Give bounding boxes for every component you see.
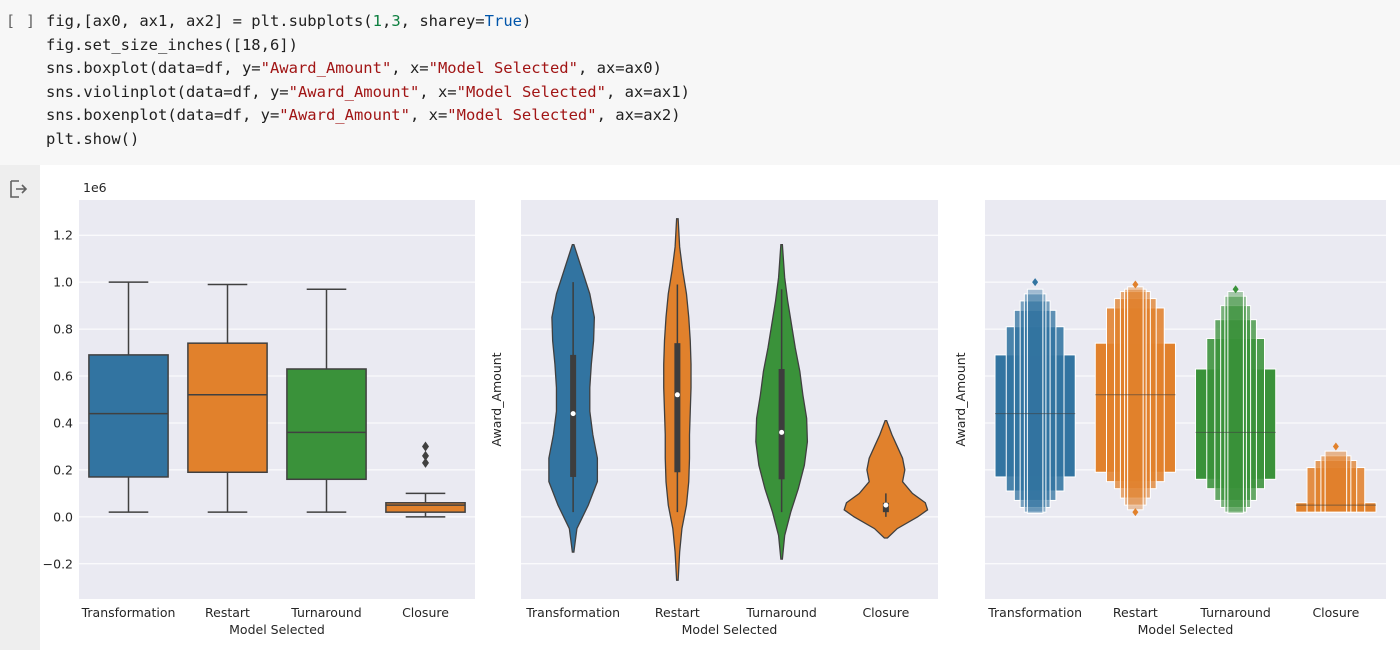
figure: −0.2 0.0 0.2 0.4 0.6 0.8 1.0 1.2 1e6Transformati… bbox=[43, 180, 1386, 637]
y-offset-text: 1e6 bbox=[83, 180, 107, 195]
box bbox=[88, 354, 169, 478]
boxen-level bbox=[1127, 286, 1144, 511]
boxen-level bbox=[1023, 293, 1047, 513]
box bbox=[187, 342, 268, 474]
code-token: "Model Selected" bbox=[428, 59, 578, 78]
code-line: fig,[ax0, ax1, ax2] = plt.subplots(1,3, … bbox=[46, 10, 690, 34]
output-redirect-icon[interactable] bbox=[7, 178, 29, 200]
code-token: plt.show() bbox=[46, 129, 140, 148]
y-tick-label: 0.0 bbox=[53, 509, 73, 524]
outlier-point bbox=[1132, 508, 1139, 517]
x-tick-label: Restart bbox=[205, 605, 250, 620]
y-tick-label: 1.2 bbox=[53, 228, 73, 243]
violin-median-point bbox=[570, 411, 576, 417]
code-cell[interactable]: [ ] fig,[ax0, ax1, ax2] = plt.subplots(1… bbox=[0, 0, 1400, 165]
y-tick-label: 0.6 bbox=[53, 369, 73, 384]
code-token: , ax=ax1) bbox=[605, 82, 690, 101]
flier-point bbox=[422, 457, 429, 468]
x-tick-label: Closure bbox=[1312, 605, 1359, 620]
code-line: sns.boxenplot(data=df, y="Award_Amount",… bbox=[46, 104, 690, 128]
cell-run-prompt[interactable]: [ ] bbox=[6, 12, 37, 30]
boxen-level bbox=[1227, 291, 1244, 514]
x-tick-label: Transformation bbox=[525, 605, 620, 620]
outlier-point bbox=[1332, 442, 1339, 451]
box bbox=[385, 502, 466, 513]
x-tick-label: Closure bbox=[402, 605, 449, 620]
code-editor[interactable]: fig,[ax0, ax1, ax2] = plt.subplots(1,3, … bbox=[46, 10, 690, 152]
boxen-level bbox=[1224, 295, 1247, 513]
outlier-point bbox=[1132, 280, 1139, 289]
boxen-level bbox=[1324, 450, 1348, 513]
flier-point bbox=[422, 450, 429, 461]
y-axis-label: Award_Amount bbox=[489, 352, 504, 446]
code-line: sns.violinplot(data=df, y="Award_Amount"… bbox=[46, 81, 690, 105]
x-axis-label: Model Selected bbox=[682, 622, 778, 637]
x-tick-label: Restart bbox=[655, 605, 700, 620]
x-tick-label: Closure bbox=[862, 605, 909, 620]
code-token: sns.boxplot(data=df, y= bbox=[46, 59, 261, 78]
code-token: sns.boxenplot(data=df, y= bbox=[46, 106, 280, 125]
flier-point bbox=[422, 441, 429, 452]
code-token: sns.violinplot(data=df, y= bbox=[46, 82, 289, 101]
x-tick-label: Transformation bbox=[81, 605, 176, 620]
code-token: , x= bbox=[419, 82, 457, 101]
violin-iqr-bar bbox=[674, 343, 681, 473]
code-token: ) bbox=[521, 12, 532, 30]
y-tick-label: −0.2 bbox=[43, 556, 73, 571]
code-token: fig.set_size_inches([18,6]) bbox=[46, 35, 298, 54]
x-axis-label: Model Selected bbox=[1138, 622, 1234, 637]
outlier-point bbox=[1032, 278, 1039, 287]
code-token: , sharey= bbox=[400, 12, 485, 30]
violin-median-point bbox=[674, 392, 680, 398]
x-axis-label: Model Selected bbox=[229, 622, 325, 637]
code-token: True bbox=[484, 12, 522, 30]
boxen-level bbox=[1124, 288, 1147, 506]
code-token: 3 bbox=[391, 12, 401, 30]
y-axis-label: Award_Amount bbox=[953, 352, 968, 446]
axes-background bbox=[521, 200, 938, 599]
violin-iqr-bar bbox=[778, 368, 785, 480]
code-token: , x= bbox=[391, 59, 429, 78]
output-gutter bbox=[0, 165, 40, 650]
code-token: "Award_Amount" bbox=[288, 82, 420, 101]
code-token: "Model Selected" bbox=[447, 106, 597, 125]
x-tick-label: Turnaround bbox=[1199, 605, 1270, 620]
x-tick-label: Turnaround bbox=[290, 605, 361, 620]
code-token: , x= bbox=[409, 106, 448, 125]
x-tick-label: Restart bbox=[1113, 605, 1158, 620]
code-line: sns.boxplot(data=df, y="Award_Amount", x… bbox=[46, 57, 690, 81]
outlier-point bbox=[1232, 285, 1239, 294]
violin-median-point bbox=[779, 429, 785, 435]
boxen-level bbox=[1026, 288, 1044, 514]
code-token: , bbox=[381, 12, 392, 30]
code-token: , ax=ax0) bbox=[577, 59, 662, 78]
x-tick-label: Turnaround bbox=[745, 605, 816, 620]
code-token: , ax=ax2) bbox=[596, 106, 681, 125]
code-token: fig,[ax0, ax1, ax2] = plt.subplots( bbox=[46, 12, 373, 30]
violin-body bbox=[843, 419, 929, 539]
y-tick-label: 0.4 bbox=[53, 415, 73, 430]
code-token: "Award_Amount" bbox=[279, 106, 410, 125]
code-line: fig.set_size_inches([18,6]) bbox=[46, 34, 690, 58]
violin-median-point bbox=[883, 502, 889, 508]
code-line: plt.show() bbox=[46, 128, 690, 152]
code-token: "Award_Amount" bbox=[260, 59, 392, 78]
box bbox=[286, 368, 367, 481]
x-tick-label: Transformation bbox=[987, 605, 1082, 620]
y-tick-label: 0.8 bbox=[53, 322, 73, 337]
code-token: 1 bbox=[372, 12, 382, 30]
y-tick-label: 0.2 bbox=[53, 462, 73, 477]
code-token: "Model Selected" bbox=[456, 82, 606, 101]
y-tick-label: 1.0 bbox=[53, 275, 73, 290]
